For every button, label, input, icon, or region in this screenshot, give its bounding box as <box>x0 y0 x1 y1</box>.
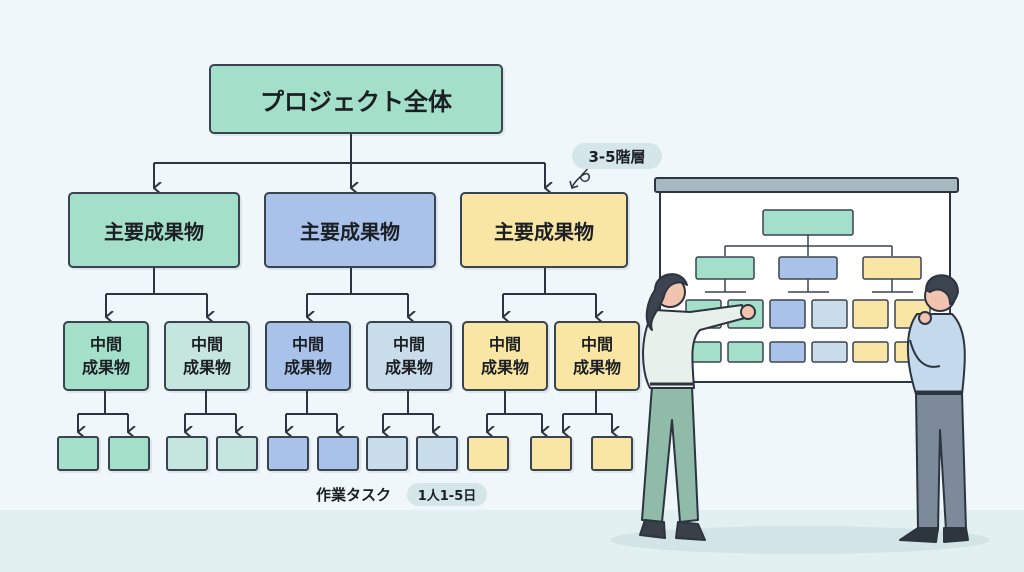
annotation-arrow <box>571 167 591 188</box>
task-box <box>416 436 458 471</box>
task-box <box>366 436 408 471</box>
major-deliverable-3: 主要成果物 <box>460 192 628 268</box>
intermediate-deliverable-3: 中間 成果物 <box>265 321 351 391</box>
major-deliverable-label: 主要成果物 <box>494 219 594 244</box>
intermediate-label-line1: 中間 <box>580 335 613 354</box>
root-node: プロジェクト全体 <box>209 64 503 134</box>
task-box <box>317 436 359 471</box>
intermediate-label-line1: 中間 <box>89 335 122 354</box>
task-box <box>108 436 150 471</box>
intermediate-deliverable-2: 中間 成果物 <box>164 321 250 391</box>
task-box <box>57 436 99 471</box>
work-tasks-badge-label: 1人1-5日 <box>417 489 477 504</box>
intermediate-deliverable-1: 中間 成果物 <box>63 321 149 391</box>
task-box <box>267 436 309 471</box>
major-deliverable-2: 主要成果物 <box>264 192 436 268</box>
task-box <box>216 436 258 471</box>
connector-major-2 <box>307 268 408 295</box>
intermediate-label-line1: 中間 <box>488 335 521 354</box>
intermediate-label-line2: 成果物 <box>572 358 621 377</box>
major-deliverable-label: 主要成果物 <box>300 219 400 244</box>
connector-major-3 <box>503 268 596 295</box>
major-deliverable-1: 主要成果物 <box>68 192 240 268</box>
work-tasks-badge: 1人1-5日 <box>407 483 487 506</box>
levels-badge: 3-5階層 <box>572 143 662 169</box>
intermediate-label-line2: 成果物 <box>81 358 130 377</box>
intermediate-deliverable-6: 中間 成果物 <box>554 321 640 391</box>
levels-badge-label: 3-5階層 <box>588 147 646 166</box>
connector-major-1 <box>106 268 207 295</box>
task-box <box>166 436 208 471</box>
floor-shadow <box>610 526 990 554</box>
mini-root <box>762 209 854 236</box>
task-box <box>591 436 633 471</box>
intermediate-label-line2: 成果物 <box>480 358 529 377</box>
major-deliverable-label: 主要成果物 <box>104 219 204 244</box>
task-box <box>467 436 509 471</box>
intermediate-label-line2: 成果物 <box>283 358 332 377</box>
intermediate-label-line2: 成果物 <box>384 358 433 377</box>
intermediate-label-line1: 中間 <box>190 335 223 354</box>
work-tasks-label: 作業タスク <box>316 486 392 504</box>
intermediate-label-line1: 中間 <box>392 335 425 354</box>
task-box <box>530 436 572 471</box>
intermediate-label-line2: 成果物 <box>182 358 231 377</box>
woman-figure <box>639 273 756 541</box>
root-label: プロジェクト全体 <box>260 87 452 116</box>
man-figure <box>899 274 969 543</box>
intermediate-label-line1: 中間 <box>291 335 324 354</box>
illustration <box>610 177 990 554</box>
intermediate-deliverable-4: 中間 成果物 <box>366 321 452 391</box>
intermediate-deliverable-5: 中間 成果物 <box>462 321 548 391</box>
